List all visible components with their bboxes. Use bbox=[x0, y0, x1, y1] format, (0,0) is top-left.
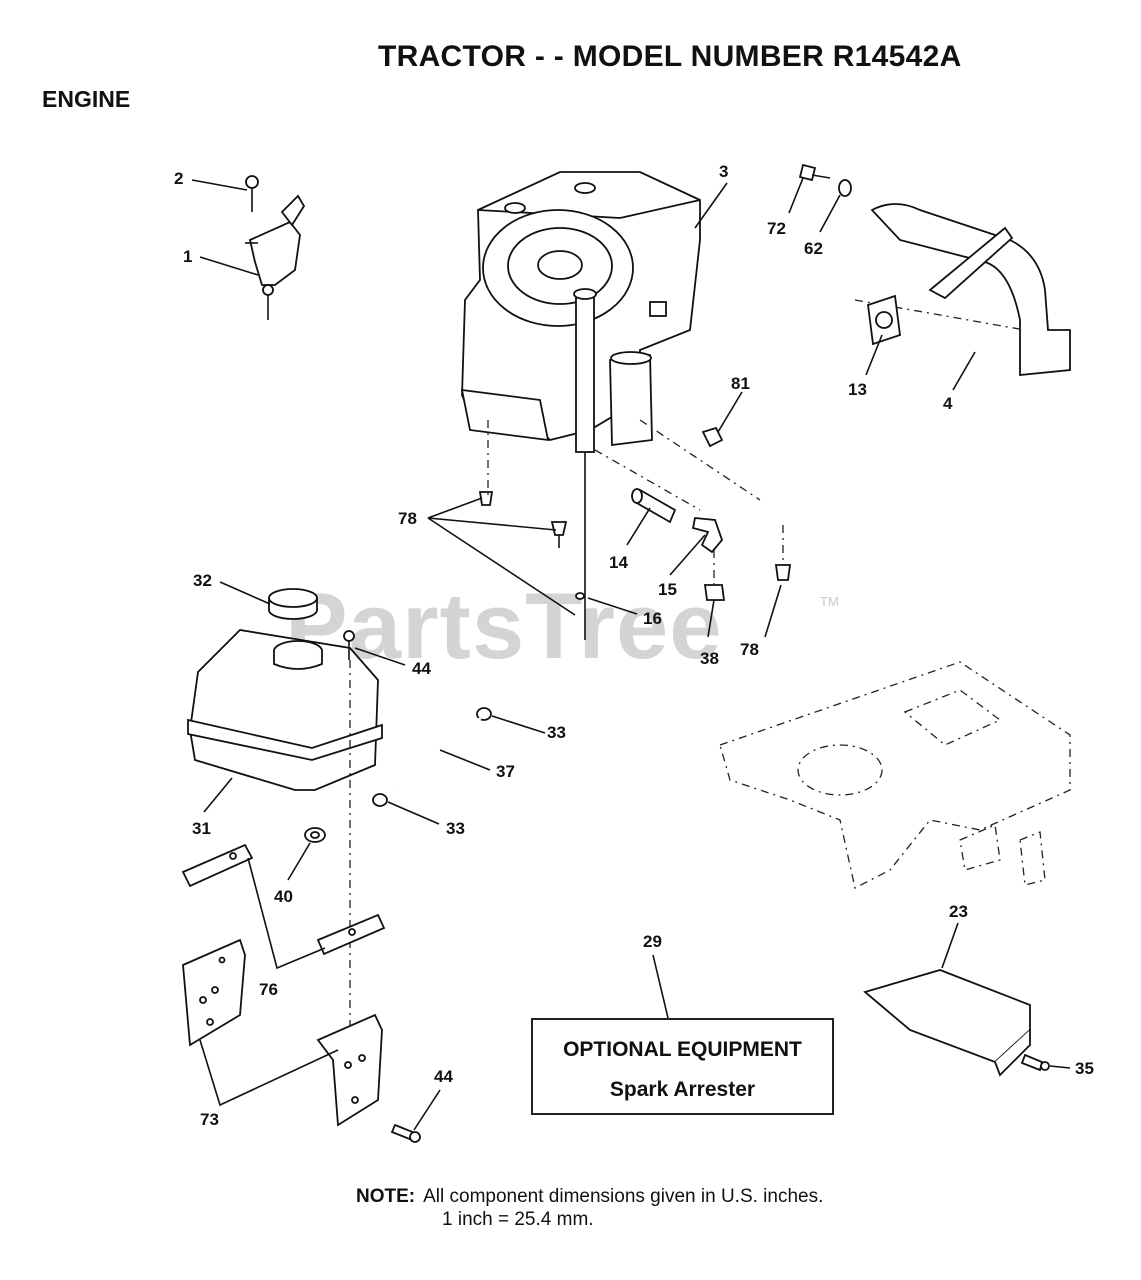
bracket-part-73-a[interactable] bbox=[182, 938, 246, 1047]
fuel-elbow-part-15[interactable] bbox=[691, 517, 724, 554]
callout-16: 16 bbox=[643, 609, 662, 628]
callout-38: 38 bbox=[700, 649, 719, 668]
optional-equipment-item: Spark Arrester bbox=[609, 1078, 756, 1101]
clamp-part-33-b[interactable] bbox=[372, 793, 388, 807]
callout-33-a: 33 bbox=[547, 723, 566, 742]
note-line-2: 1 inch = 25.4 mm. bbox=[442, 1209, 594, 1230]
fuel-tank-part-31[interactable] bbox=[187, 629, 383, 791]
muffler-part[interactable] bbox=[854, 203, 1071, 376]
callout-81: 81 bbox=[731, 374, 750, 393]
screw-part-35[interactable] bbox=[1020, 1053, 1050, 1072]
fuel-hose-part-37[interactable] bbox=[394, 716, 482, 791]
diagram-title: TRACTOR - - MODEL NUMBER R14542A bbox=[378, 40, 962, 73]
callout-78-b: 78 bbox=[740, 640, 759, 659]
grommet-part-40[interactable] bbox=[304, 827, 326, 843]
callout-leader-lines bbox=[191, 177, 1071, 1131]
callout-44-b: 44 bbox=[434, 1067, 453, 1086]
callout-33-b: 33 bbox=[446, 819, 465, 838]
callout-23: 23 bbox=[949, 902, 968, 921]
callout-78-a: 78 bbox=[398, 509, 417, 528]
callout-32: 32 bbox=[193, 571, 212, 590]
callout-13: 13 bbox=[848, 380, 867, 399]
nut-part-38[interactable] bbox=[703, 550, 726, 601]
washer-part-62[interactable] bbox=[838, 179, 852, 197]
dimension-note: NOTE: All component dimensions given in U… bbox=[356, 1186, 823, 1208]
note-label: NOTE: bbox=[356, 1186, 416, 1207]
strap-part-76-b[interactable] bbox=[316, 913, 386, 956]
callout-3: 3 bbox=[719, 162, 729, 181]
screw-part-44-a[interactable] bbox=[343, 630, 355, 660]
optional-equipment-heading: OPTIONAL EQUIPMENT bbox=[563, 1038, 802, 1061]
callout-40: 40 bbox=[274, 887, 293, 906]
bolt-part-78-b[interactable] bbox=[550, 521, 568, 548]
optional-equipment-box: OPTIONAL EQUIPMENT Spark Arrester bbox=[531, 1018, 834, 1115]
note-line-1: All component dimensions given in U.S. i… bbox=[423, 1186, 824, 1207]
heat-shield-part-23[interactable] bbox=[863, 969, 1031, 1077]
callout-35: 35 bbox=[1075, 1059, 1094, 1078]
callout-72: 72 bbox=[767, 219, 786, 238]
bolt-part-78-a[interactable] bbox=[478, 420, 494, 506]
nut-part-81[interactable] bbox=[701, 426, 724, 448]
screw-part-44-b[interactable] bbox=[390, 1123, 421, 1143]
bracket-part-73-b[interactable] bbox=[316, 1013, 383, 1127]
callout-37: 37 bbox=[496, 762, 515, 781]
throttle-control-part[interactable] bbox=[245, 194, 306, 320]
tractor-frame bbox=[719, 661, 1071, 889]
engine-part[interactable] bbox=[460, 171, 701, 640]
fuel-fitting-part-14[interactable] bbox=[631, 488, 677, 524]
callout-15: 15 bbox=[658, 580, 677, 599]
gasket-part-13[interactable] bbox=[867, 294, 901, 346]
callout-73: 73 bbox=[200, 1110, 219, 1129]
callout-29: 29 bbox=[643, 932, 662, 951]
callout-4: 4 bbox=[943, 394, 953, 413]
screw-part-2[interactable] bbox=[245, 175, 259, 212]
callout-62: 62 bbox=[804, 239, 823, 258]
section-heading: ENGINE bbox=[42, 86, 131, 112]
strap-part-76-a[interactable] bbox=[181, 843, 254, 888]
washer-part-16[interactable] bbox=[575, 592, 585, 600]
bolt-part-72[interactable] bbox=[798, 163, 831, 182]
clamp-part-33-a[interactable] bbox=[476, 707, 492, 721]
watermark-trademark: TM bbox=[820, 594, 839, 609]
fuel-cap-part-32[interactable] bbox=[268, 588, 318, 620]
callout-2: 2 bbox=[174, 169, 184, 188]
callout-31: 31 bbox=[192, 819, 211, 838]
bolt-part-78-c[interactable] bbox=[774, 525, 792, 581]
callout-1: 1 bbox=[183, 247, 193, 266]
callout-44-a: 44 bbox=[412, 659, 431, 678]
callout-14: 14 bbox=[609, 553, 628, 572]
callout-76: 76 bbox=[259, 980, 278, 999]
